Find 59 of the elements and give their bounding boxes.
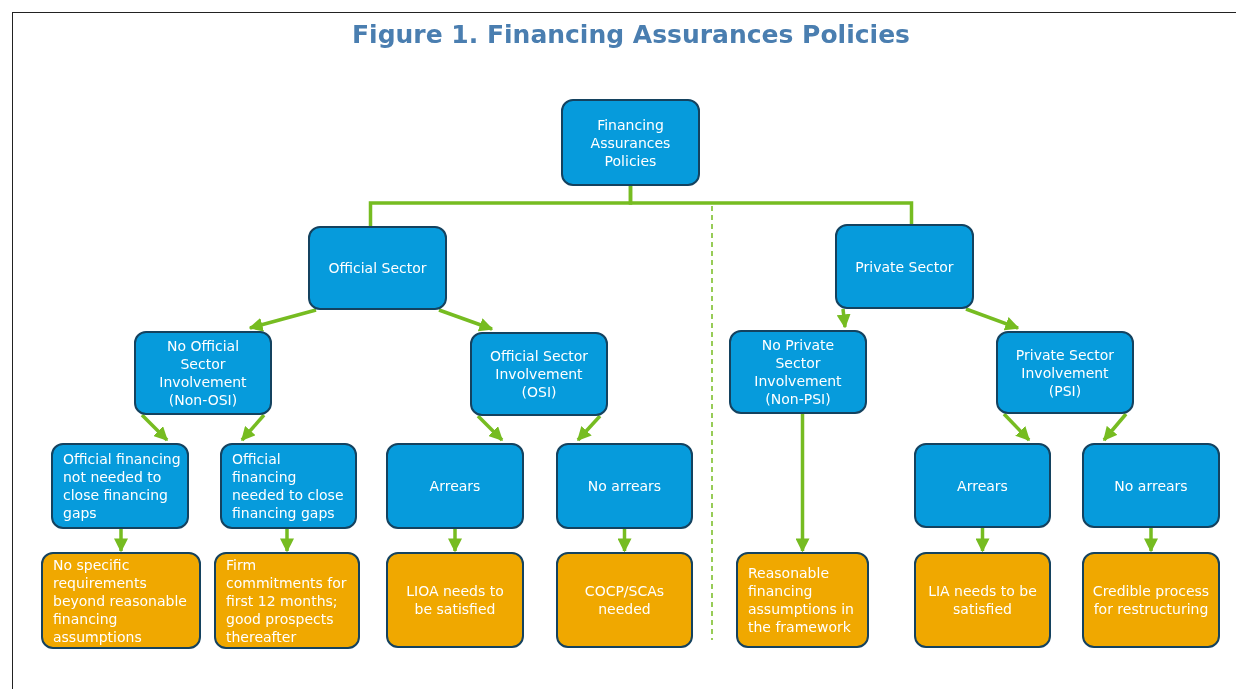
arrow (438, 308, 494, 332)
node-label: Arrears (429, 477, 481, 495)
node-label: Official financing not needed to close financing gaps (63, 450, 181, 522)
category-box (561, 99, 700, 186)
category-box (470, 332, 608, 416)
arrow (836, 308, 851, 329)
arrow (576, 414, 602, 442)
category-box (308, 226, 447, 310)
category-box (134, 331, 272, 415)
arrow (114, 529, 128, 553)
category-box (556, 443, 693, 529)
node-label: Credible process for restructuring (1092, 582, 1210, 618)
node-label: No Private Sector Involvement (Non-PSI) (753, 336, 843, 408)
category-box (729, 330, 867, 414)
node-label: Firm commitments for first 12 months; good prospects thereafter (226, 556, 348, 646)
node-label: No Official Sector Involvement (Non-OSI) (158, 337, 248, 409)
node-label: Arrears (957, 476, 1008, 495)
arrow (965, 307, 1020, 331)
node-label: Financing Assurances Policies (589, 115, 672, 170)
requirement-box (914, 552, 1051, 648)
arrow (1144, 528, 1158, 553)
requirement-box (556, 552, 693, 648)
arrow (975, 528, 990, 553)
requirement-box (214, 552, 360, 649)
arrow (248, 308, 317, 332)
arrow (476, 414, 504, 442)
category-box (51, 443, 189, 529)
category-box (1082, 443, 1220, 528)
category-box (835, 224, 974, 309)
requirement-box (41, 552, 201, 649)
node-label: No arrears (1114, 476, 1188, 495)
node-label: Official financing needed to close financing gaps (232, 450, 345, 522)
arrow (240, 413, 266, 442)
arrow (140, 413, 169, 442)
node-label: LIOA needs to be satisfied (405, 582, 505, 618)
category-box (220, 443, 357, 529)
node-label: COCP/SCAs needed (583, 582, 666, 618)
arrow (795, 414, 810, 553)
figure-title: Figure 1. Financing Assurances Policies (351, 20, 911, 49)
category-box (996, 331, 1134, 414)
arrow (448, 529, 462, 553)
node-label: LIA needs to be satisfied (927, 582, 1038, 618)
node-label: No arrears (587, 477, 662, 495)
arrow (280, 529, 294, 553)
arrow (617, 529, 632, 553)
node-label: Official Sector (328, 259, 427, 277)
node-label: No specific requirements beyond reasonable financing assumptions (53, 556, 188, 646)
node-label: Reasonable financing assumptions in the framework (748, 564, 855, 636)
category-box (914, 443, 1051, 528)
arrow (1102, 412, 1128, 442)
node-label: Official Sector Involvement (OSI) (488, 347, 590, 401)
node-label: Private Sector (855, 257, 954, 276)
category-box (386, 443, 524, 529)
requirement-box (736, 552, 869, 648)
connector-line (628, 186, 914, 224)
node-label: Private Sector Involvement (PSI) (1014, 345, 1116, 400)
requirement-box (1082, 552, 1220, 648)
requirement-box (386, 552, 524, 648)
arrow (1002, 412, 1031, 442)
